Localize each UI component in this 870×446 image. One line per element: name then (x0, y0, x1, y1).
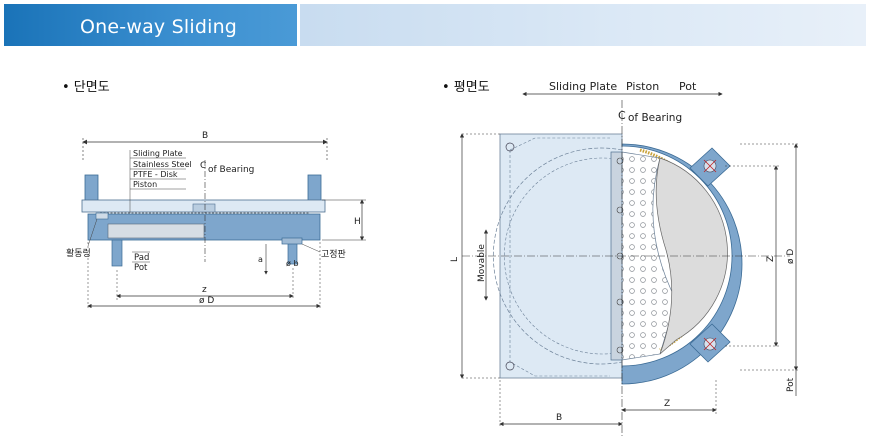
plate-outline (509, 137, 610, 151)
dim-b-label: B (202, 131, 208, 141)
bolt-icon (616, 206, 624, 214)
cl-label: of Bearing (628, 112, 682, 124)
plate-outline (509, 150, 610, 377)
dim-phid-label: ø D (786, 249, 796, 264)
bolt-icon (616, 157, 624, 165)
label-sliding-plate: Sliding Plate (549, 80, 617, 93)
dim-z-bottom-label: Z (664, 399, 670, 409)
label-piston: Piston (133, 180, 157, 189)
header-bar-left: One-way Sliding (4, 4, 297, 46)
plan-view-heading: • 평면도 (442, 80, 490, 95)
label-fixing-plate: 고정판 (321, 249, 346, 260)
fixing-plate (281, 237, 303, 245)
dim-phid-label: ø D (199, 296, 214, 306)
bolt-icon (616, 298, 624, 306)
dim-z-label: z (202, 285, 207, 295)
dim-a-label: a (258, 255, 263, 264)
bolt-icon (616, 346, 624, 354)
label-slide-ring: 활동링 (66, 247, 91, 259)
label-ptfe-disk: PTFE - Disk (133, 170, 178, 179)
label-sliding-plate: Sliding Plate (133, 149, 183, 158)
page-title: One-way Sliding (80, 16, 238, 38)
center-lug (192, 203, 216, 213)
anchor-lug-top (689, 147, 731, 187)
label-pot: Pot (134, 263, 148, 273)
movable-label: Movable (477, 244, 487, 282)
pot-outline-dashed (492, 147, 623, 365)
plan-view: Sliding Plate Piston Pot C of Bearing (450, 80, 800, 436)
label-piston: Piston (626, 80, 659, 93)
dim-pot-label: Pot (786, 377, 796, 392)
piston-outline-dashed (504, 157, 623, 355)
pad (107, 223, 205, 239)
cl-label: of Bearing (208, 165, 254, 175)
cl-symbol: C (200, 161, 206, 171)
anchor-bolt-left (111, 239, 123, 267)
slide-ring (95, 212, 109, 220)
dim-l-label: L (450, 257, 460, 262)
piston-cut-face (655, 157, 728, 355)
label-pad: Pad (134, 253, 149, 263)
dim-b-label: B (556, 413, 562, 423)
section-view: B C of Bearing Sliding Plate Stainless S… (66, 131, 366, 310)
bolt-icon (505, 142, 515, 152)
guide-left (84, 174, 99, 202)
guide-right (307, 174, 322, 202)
leader-line (301, 243, 321, 253)
dim-h-label: H (354, 217, 361, 227)
label-stainless-steel: Stainless Steel (133, 160, 192, 169)
header-bar-right (300, 4, 866, 46)
dim-phi-b-label: ø b (286, 259, 299, 268)
section-view-heading: • 단면도 (62, 80, 110, 95)
bolt-icon (505, 361, 515, 371)
anchor-lug-bottom (689, 323, 731, 363)
label-pot: Pot (679, 80, 697, 93)
dim-z-label: Z (766, 256, 776, 262)
leader-line (87, 218, 98, 247)
